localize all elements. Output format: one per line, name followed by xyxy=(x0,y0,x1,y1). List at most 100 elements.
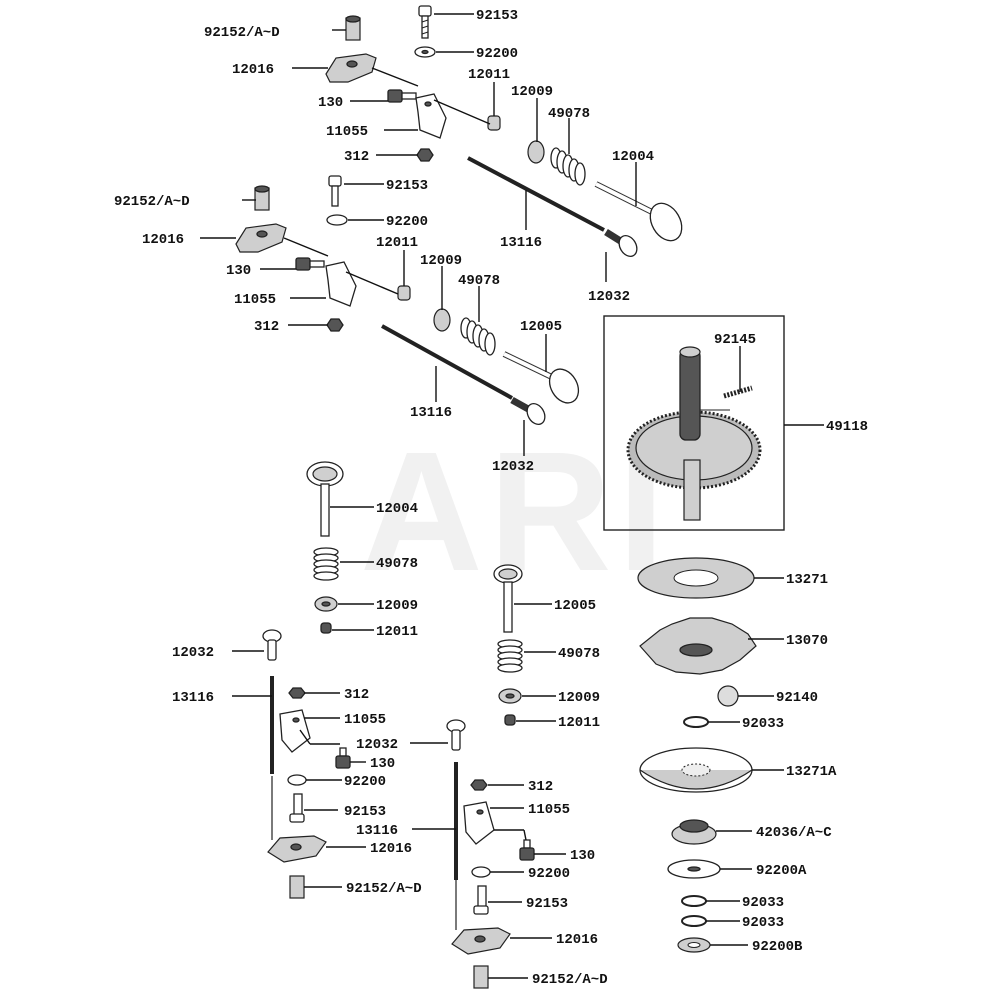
label-92200-c: 92200 xyxy=(344,774,386,790)
label-49078-a: 49078 xyxy=(548,106,590,122)
label-92153-a: 92153 xyxy=(476,8,518,24)
label-312-b: 312 xyxy=(254,319,279,335)
part-12011-cap-mid xyxy=(320,622,332,634)
valve-group-mid xyxy=(493,564,523,726)
label-49078-d: 49078 xyxy=(558,646,600,662)
label-12032-c: 12032 xyxy=(172,645,214,661)
part-92152-collar-bl xyxy=(289,875,305,899)
label-130-d: 130 xyxy=(570,848,595,864)
label-13271: 13271 xyxy=(786,572,828,588)
part-312-nut-bc xyxy=(470,779,488,791)
part-312-nut-2 xyxy=(326,318,344,332)
label-130-b: 130 xyxy=(226,263,251,279)
part-11055-guide-bl xyxy=(279,709,311,753)
part-12016-rocker-arm-2 xyxy=(235,223,287,253)
label-92033-b: 92033 xyxy=(742,895,784,911)
label-130-c: 130 xyxy=(370,756,395,772)
label-312-c: 312 xyxy=(344,687,369,703)
part-12005-valve-2 xyxy=(502,351,580,404)
part-49078-spring-2 xyxy=(460,317,496,356)
label-130-a: 130 xyxy=(318,95,343,111)
camshaft-box xyxy=(603,315,785,531)
label-312-d: 312 xyxy=(528,779,553,795)
label-49078-b: 49078 xyxy=(458,273,500,289)
governor-group xyxy=(637,557,757,953)
label-12016-d: 12016 xyxy=(556,932,598,948)
part-92140-ball xyxy=(717,685,739,707)
label-12005-b: 12005 xyxy=(554,598,596,614)
rocker-group-top xyxy=(325,5,683,257)
part-92200-washer-bc xyxy=(471,866,491,878)
part-11055-guide-bc xyxy=(463,801,495,845)
label-12032-b: 12032 xyxy=(492,459,534,475)
label-12011-a: 12011 xyxy=(468,67,510,83)
part-12032-tappet-top xyxy=(604,229,638,257)
part-12009-retainer-2 xyxy=(433,308,451,332)
label-12005-a: 12005 xyxy=(520,319,562,335)
rocker-group-bottom-center xyxy=(446,719,535,989)
label-92145: 92145 xyxy=(714,332,756,348)
label-13116-a: 13116 xyxy=(500,235,542,251)
part-92152-collar-bc xyxy=(473,965,489,989)
label-92152-a: 92152/A~D xyxy=(204,25,280,41)
part-92145-spring xyxy=(723,385,753,399)
part-130-bolt-bl xyxy=(335,747,351,769)
label-12016-a: 12016 xyxy=(232,62,274,78)
rocker-group-bottom-left xyxy=(262,629,351,899)
label-49118: 49118 xyxy=(826,419,868,435)
label-92152-c: 92152/A~D xyxy=(346,881,422,897)
leader-lines xyxy=(200,13,824,979)
part-12032-tappet-bl xyxy=(262,629,282,661)
label-12011-c: 12011 xyxy=(376,624,418,640)
label-12016-c: 12016 xyxy=(370,841,412,857)
part-labels: 92153 92152/A~D 92200 12016 12011 12009 … xyxy=(114,8,868,988)
part-42036-collar xyxy=(671,819,717,845)
label-12009-b: 12009 xyxy=(420,253,462,269)
part-92153-bolt-bl xyxy=(289,793,305,823)
label-92200A: 92200A xyxy=(756,863,807,879)
part-130-bolt-bc xyxy=(519,839,535,861)
label-13116-c: 13116 xyxy=(172,690,214,706)
part-49078-spring-mid xyxy=(313,547,339,581)
part-12032-tappet-bc xyxy=(446,719,466,751)
part-49078-spring-mid2 xyxy=(497,639,523,673)
part-312-nut-top xyxy=(416,148,434,162)
label-49078-c: 49078 xyxy=(376,556,418,572)
label-92033-c: 92033 xyxy=(742,915,784,931)
part-130-bolt-2 xyxy=(295,257,325,271)
part-92033-ring-2 xyxy=(681,895,707,907)
label-312-a: 312 xyxy=(344,149,369,165)
part-12016-rocker-arm-top xyxy=(325,53,377,83)
camshaft-group xyxy=(603,315,785,531)
part-13116-pushrod-2 xyxy=(381,324,513,400)
label-12004-a: 12004 xyxy=(612,149,654,165)
part-11055-guide-top xyxy=(415,93,447,139)
part-312-nut-bl xyxy=(288,687,306,699)
part-92153-bolt-2 xyxy=(328,175,342,207)
label-92140: 92140 xyxy=(776,690,818,706)
label-92033-a: 92033 xyxy=(742,716,784,732)
label-42036: 42036/A~C xyxy=(756,825,832,841)
part-11055-guide-2 xyxy=(325,261,357,307)
part-12011-cap-2 xyxy=(397,285,411,301)
part-92152-collar-top xyxy=(345,15,361,41)
part-92153-bolt-top xyxy=(418,5,432,39)
label-13116-b: 13116 xyxy=(410,405,452,421)
valve-group-mid-left xyxy=(306,461,344,634)
part-130-bolt-top xyxy=(387,89,417,103)
label-12016-b: 12016 xyxy=(142,232,184,248)
rocker-group-second xyxy=(235,175,580,425)
part-12011-cap-mid2 xyxy=(504,714,516,726)
label-13070: 13070 xyxy=(786,633,828,649)
part-49078-spring-top xyxy=(550,147,586,186)
label-12004-b: 12004 xyxy=(376,501,418,517)
label-92200-b: 92200 xyxy=(386,214,428,230)
label-12032-d: 12032 xyxy=(356,737,398,753)
label-11055-b: 11055 xyxy=(234,292,276,308)
label-11055-d: 11055 xyxy=(528,802,570,818)
label-92152-d: 92152/A~D xyxy=(532,972,608,988)
label-12009-c: 12009 xyxy=(376,598,418,614)
part-12009-retainer-top xyxy=(527,140,545,164)
part-92033-ring-1 xyxy=(683,716,709,728)
